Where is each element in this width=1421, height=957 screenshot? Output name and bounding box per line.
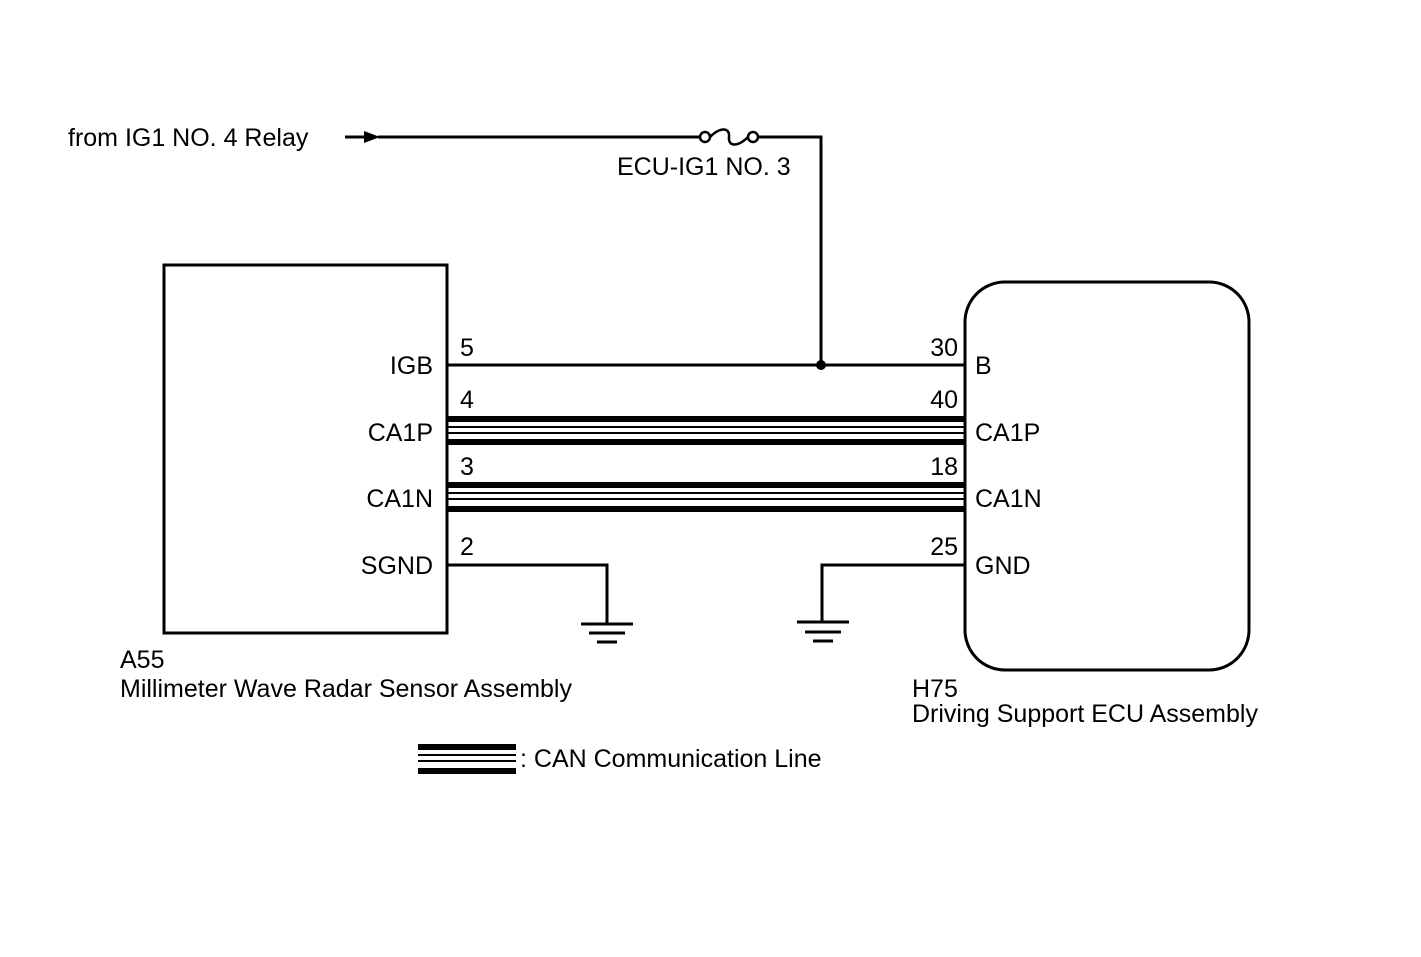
can-ca1p-line bbox=[447, 416, 965, 445]
can-legend-label: : CAN Communication Line bbox=[520, 745, 822, 773]
right-pin-number: 25 bbox=[930, 533, 958, 561]
driving-support-ecu-box bbox=[963, 280, 1251, 672]
right-pin-number: 30 bbox=[930, 334, 958, 362]
left-pin-number: 4 bbox=[460, 386, 474, 414]
can-ca1n-line bbox=[447, 482, 965, 512]
right-component-name: Driving Support ECU Assembly bbox=[912, 700, 1258, 728]
right-pin-name: B bbox=[975, 352, 992, 380]
radar-sensor-box bbox=[162, 263, 449, 635]
gnd-wire bbox=[820, 563, 965, 622]
right-pin-number: 18 bbox=[930, 453, 958, 481]
fuse-label: ECU-IG1 NO. 3 bbox=[617, 153, 791, 181]
left-pin-name: SGND bbox=[361, 552, 433, 580]
left-pin-name: IGB bbox=[390, 352, 433, 380]
left-pin-name: CA1N bbox=[366, 485, 433, 513]
left-pin-number: 3 bbox=[460, 453, 474, 481]
sgnd-wire bbox=[447, 563, 609, 624]
source-label: from IG1 NO. 4 Relay bbox=[68, 124, 309, 152]
left-component-name: Millimeter Wave Radar Sensor Assembly bbox=[120, 675, 572, 703]
ground-icon bbox=[797, 620, 849, 643]
right-pin-name: CA1P bbox=[975, 419, 1040, 447]
source-arrow bbox=[345, 131, 380, 143]
right-pin-name: CA1N bbox=[975, 485, 1042, 513]
can-legend-symbol bbox=[418, 744, 516, 774]
fuse-output-wire bbox=[758, 135, 823, 365]
right-pin-name: GND bbox=[975, 552, 1031, 580]
ground-icon bbox=[581, 622, 633, 644]
left-pin-name: CA1P bbox=[368, 419, 433, 447]
right-component-code: H75 bbox=[912, 675, 958, 703]
left-pin-number: 2 bbox=[460, 533, 474, 561]
right-pin-number: 40 bbox=[930, 386, 958, 414]
left-pin-number: 5 bbox=[460, 334, 474, 362]
left-component-code: A55 bbox=[120, 646, 164, 674]
fuse-symbol bbox=[698, 128, 760, 146]
